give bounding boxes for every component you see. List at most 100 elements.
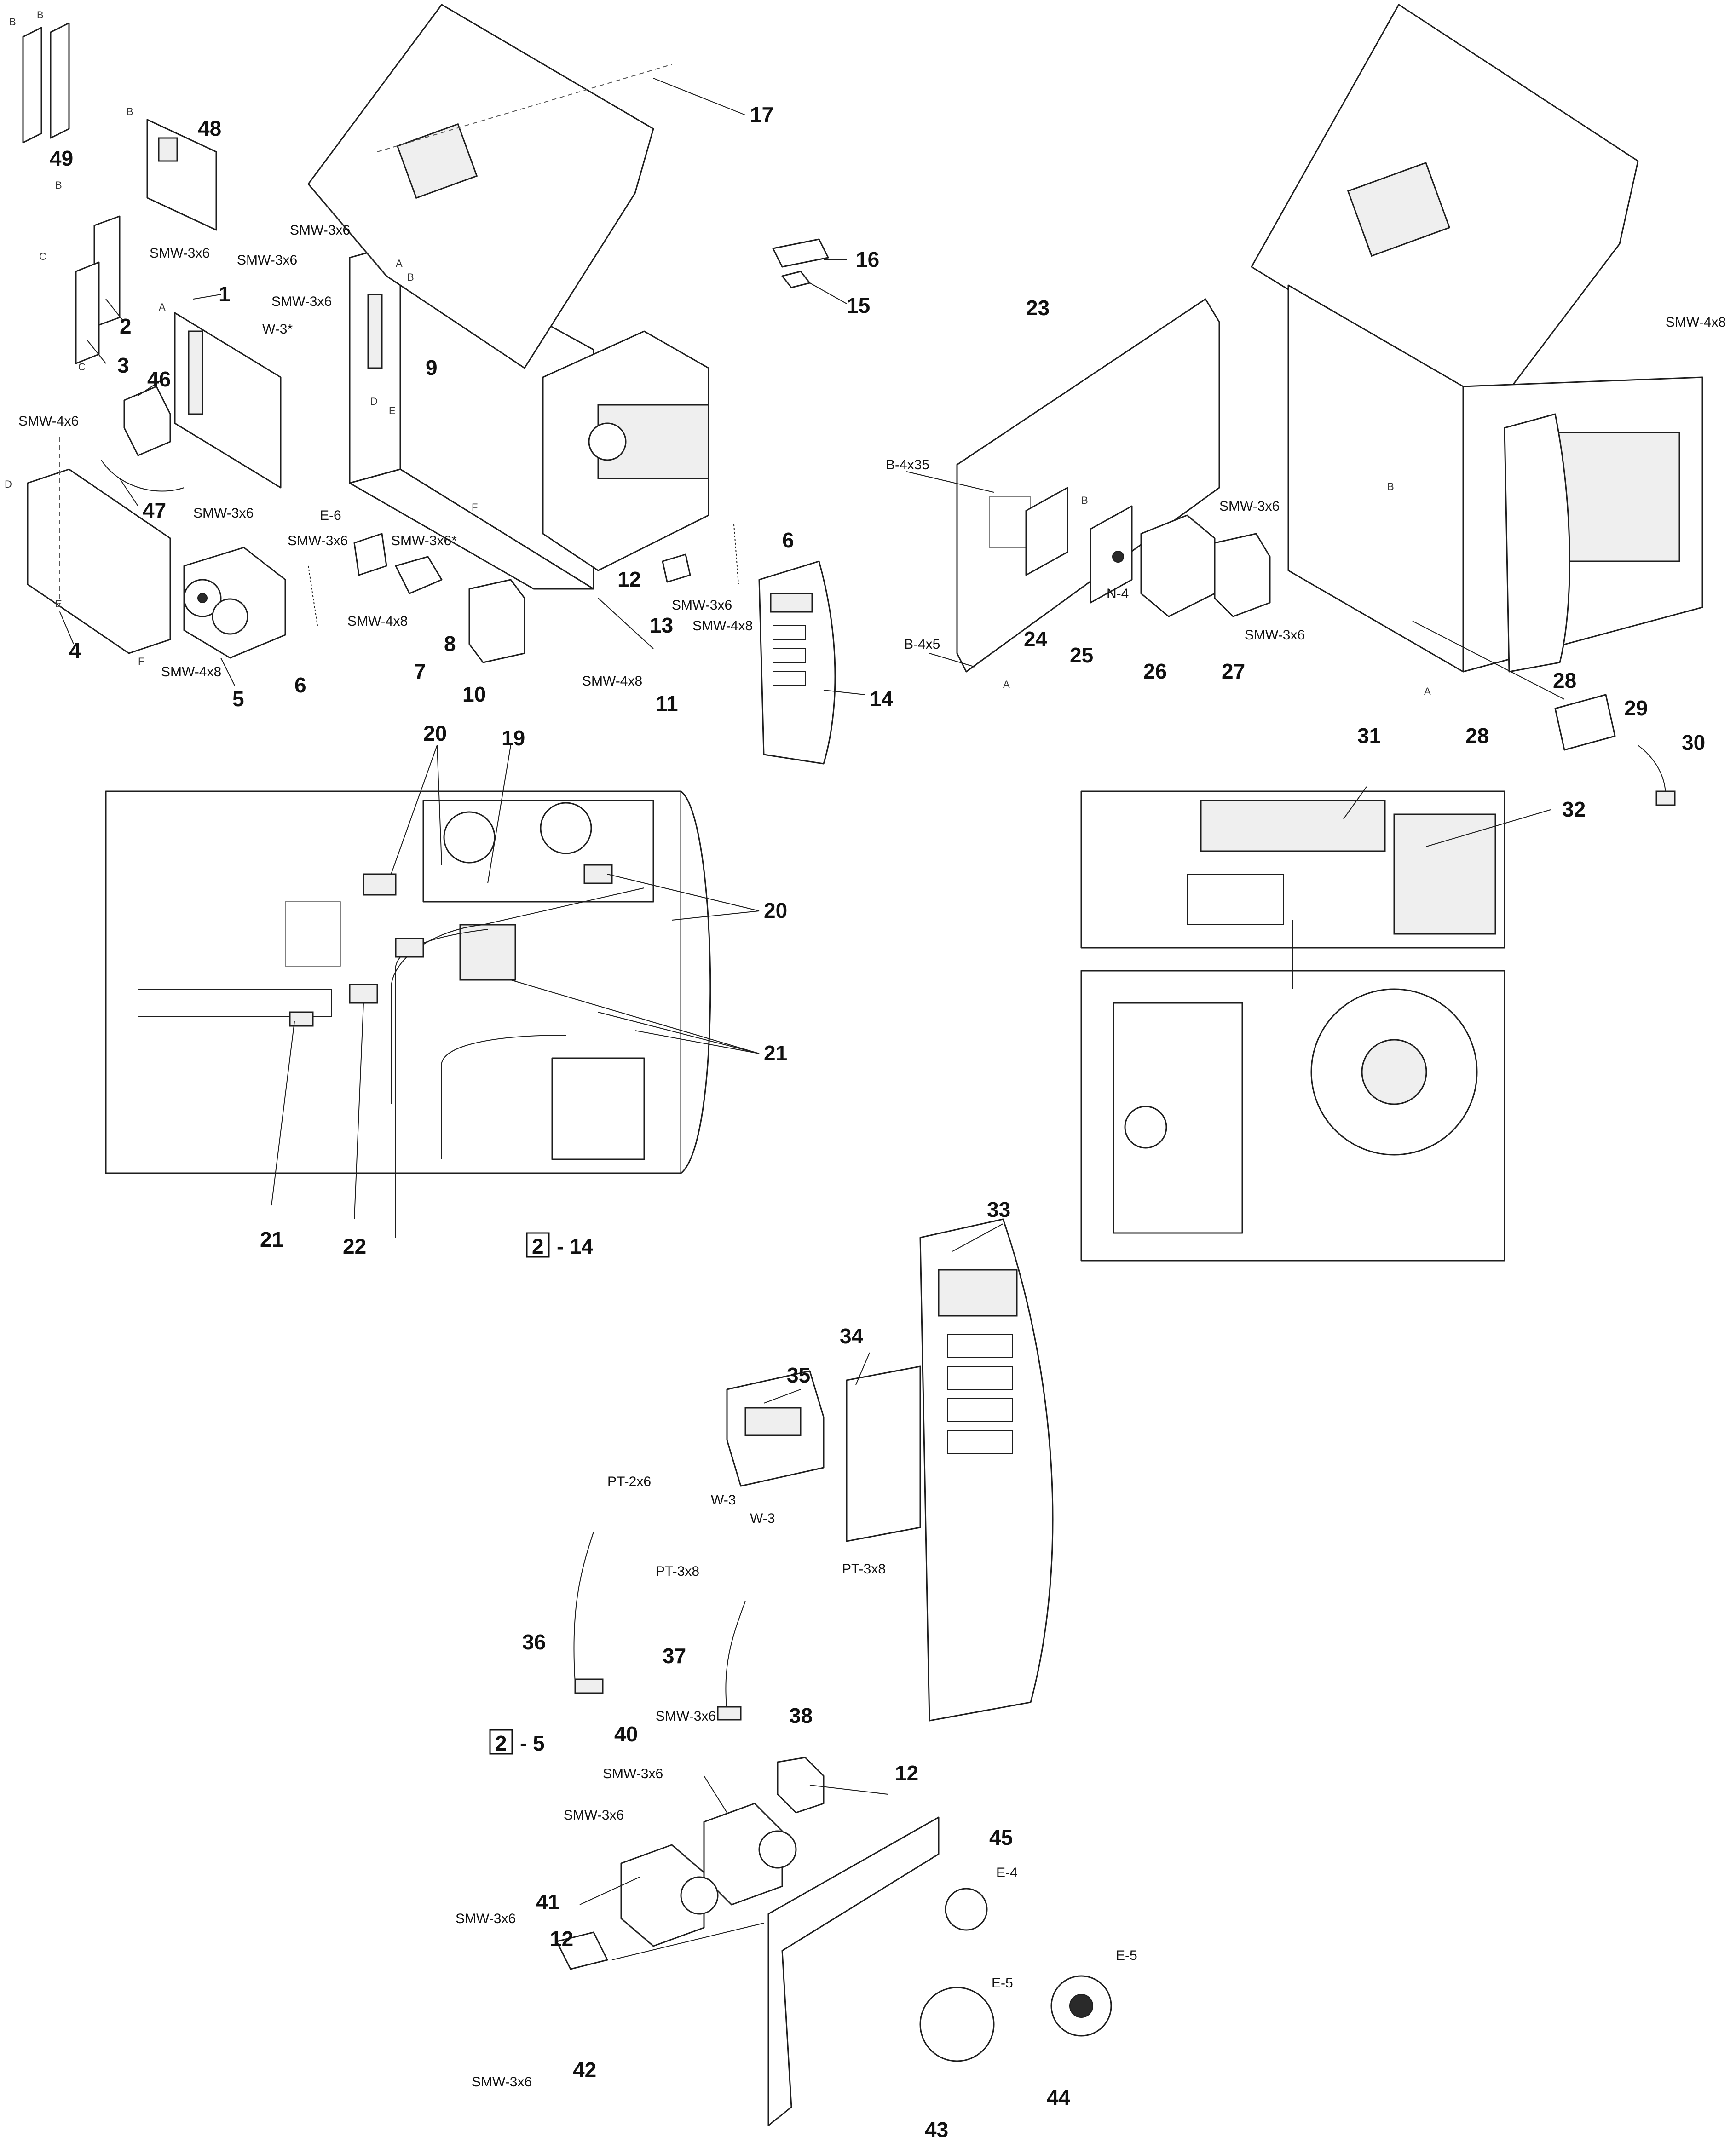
part-11-label: 11 <box>656 691 678 715</box>
part-37-label: 37 <box>663 1644 686 1668</box>
part-6-label-right: 6 <box>782 528 794 552</box>
fastener-label: PT-3x8 <box>842 1561 886 1577</box>
part-45-label: 45 <box>989 1826 1013 1849</box>
fastener-label: SMW-4x8 <box>1666 315 1726 330</box>
fastener-label: SMW-3x6 <box>193 506 254 521</box>
fastener-label: SMW-3x6 <box>290 223 350 238</box>
fastener-label: SMW-3x6* <box>391 533 457 548</box>
part-26-label: 26 <box>1143 659 1167 683</box>
fastener-label: SMW-3x6 <box>603 1766 663 1781</box>
part-28-label-a: 28 <box>1553 668 1576 692</box>
fastener-label: SMW-4x6 <box>18 414 79 429</box>
page-reference-box <box>526 1232 550 1258</box>
part-20-label-top: 20 <box>423 721 447 745</box>
part-31-label: 31 <box>1357 724 1381 748</box>
part-13-label: 13 <box>650 613 673 637</box>
part-21-label-right: 21 <box>764 1041 787 1065</box>
part-3-label: 3 <box>117 353 129 377</box>
labels-right: 23 24 25 26 27 28 28 29 30 B-4x35 B-4x5 … <box>886 296 1726 755</box>
part-33-label: 33 <box>987 1198 1010 1221</box>
motor-assembly-exploded: 2 - 5 38 40 12 41 12 42 43 44 45 SMW-3x6… <box>456 1704 1137 2142</box>
part-21-label-bottom: 21 <box>260 1227 283 1251</box>
part-46-label: 46 <box>147 367 171 391</box>
part-23-label: 23 <box>1026 296 1050 320</box>
connection-letter: F <box>138 656 144 667</box>
fastener-label: SMW-3x6 <box>271 294 332 309</box>
connection-letter: A <box>1424 686 1431 697</box>
connection-letter: C <box>39 251 46 262</box>
part-24-label: 24 <box>1024 627 1048 651</box>
connection-letter: D <box>370 396 378 407</box>
part-34-label: 34 <box>840 1324 864 1348</box>
fastener-label: SMW-4x8 <box>347 614 408 629</box>
fastener-label: E-4 <box>996 1865 1018 1880</box>
connection-letter: B <box>1081 495 1088 506</box>
part-35-label: 35 <box>787 1363 810 1387</box>
front-panel-exploded: 33 34 35 36 37 PT-2x6 W-3 W-3 PT-3x8 PT-… <box>522 1198 1054 1722</box>
part-17-label: 17 <box>750 103 773 127</box>
fastener-label: SMW-3x6 <box>472 2074 532 2090</box>
part-1-label: 1 <box>219 282 231 306</box>
assembled-printer-right <box>1251 4 1703 806</box>
part-48-label: 48 <box>198 116 221 140</box>
fastener-label: W-3* <box>262 322 293 337</box>
part-27-label: 27 <box>1222 659 1245 683</box>
part-36-label: 36 <box>522 1630 546 1654</box>
part-2-label: 2 <box>120 314 132 338</box>
connection-letter: C <box>78 361 86 373</box>
part-32-label: 32 <box>1562 797 1586 821</box>
part-16-label: 16 <box>856 248 879 271</box>
part-42-label: 42 <box>573 2058 596 2082</box>
page-reference-suffix: - 5 <box>520 1731 545 1755</box>
part-12-label-motor-lower: 12 <box>550 1927 573 1951</box>
part-40-label: 40 <box>614 1722 638 1746</box>
part-8-label: 8 <box>444 632 456 656</box>
part-29-label: 29 <box>1624 696 1648 720</box>
part-38-label: 38 <box>789 1704 813 1728</box>
fastener-label: SMW-4x8 <box>582 674 642 689</box>
fastener-label: SMW-4x8 <box>161 664 221 680</box>
connection-letter: B <box>55 179 62 191</box>
part-49-label: 49 <box>50 146 73 170</box>
part-20-label-right: 20 <box>764 899 787 922</box>
page-reference-suffix: - 14 <box>557 1234 594 1258</box>
labels-exploded-left: 49 48 17 16 15 1 2 3 46 47 4 5 6 6 7 8 9… <box>50 103 894 715</box>
fastener-label: E-6 <box>320 508 341 523</box>
part-4-label: 4 <box>69 639 81 662</box>
connection-letter: B <box>9 16 16 28</box>
connection-letter: F <box>472 501 478 513</box>
fastener-label: SMW-3x6 <box>237 253 297 268</box>
fastener-label: B-4x35 <box>886 457 929 472</box>
part-10-label: 10 <box>462 682 486 706</box>
part-14-label: 14 <box>870 687 894 711</box>
side-view-labels: 31 32 <box>1080 724 1586 1262</box>
part-43-label: 43 <box>925 2118 948 2142</box>
part-44-label: 44 <box>1047 2085 1071 2109</box>
page-reference-box <box>489 1729 513 1755</box>
connection-letter: B <box>407 271 414 283</box>
fastener-label: SMW-3x6 <box>1245 628 1305 643</box>
side-view-cable-routing: 20 19 20 21 21 22 2 - 14 <box>105 721 787 1258</box>
fastener-labels-left: SMW-3x6 SMW-3x6 SMW-3x6 W-3* SMW-3x6 SMW… <box>18 223 753 689</box>
fastener-label: SMW-3x6 <box>672 598 732 613</box>
part-47-label: 47 <box>143 498 166 522</box>
part-15-label: 15 <box>847 294 870 317</box>
fastener-label: SMW-3x6 <box>564 1808 624 1823</box>
spring-6-left <box>308 565 318 626</box>
part-22-label: 22 <box>343 1234 366 1258</box>
connection-letter: E <box>389 405 396 416</box>
part-9-label: 9 <box>426 356 438 380</box>
rear-panel-assembly <box>906 298 1271 673</box>
connection-letter: B <box>1387 481 1394 492</box>
part-12-label: 12 <box>617 567 641 591</box>
fastener-label: SMW-3x6 <box>456 1911 516 1926</box>
part-19-label: 19 <box>502 726 525 750</box>
fastener-label: E-5 <box>992 1976 1013 1991</box>
fastener-label: PT-3x8 <box>656 1564 699 1579</box>
connection-letter: B <box>37 9 44 21</box>
fastener-label: PT-2x6 <box>607 1474 651 1489</box>
connection-letter: A <box>159 301 166 313</box>
connection-letter: E <box>55 598 62 610</box>
fastener-label: SMW-3x6 <box>656 1709 716 1724</box>
